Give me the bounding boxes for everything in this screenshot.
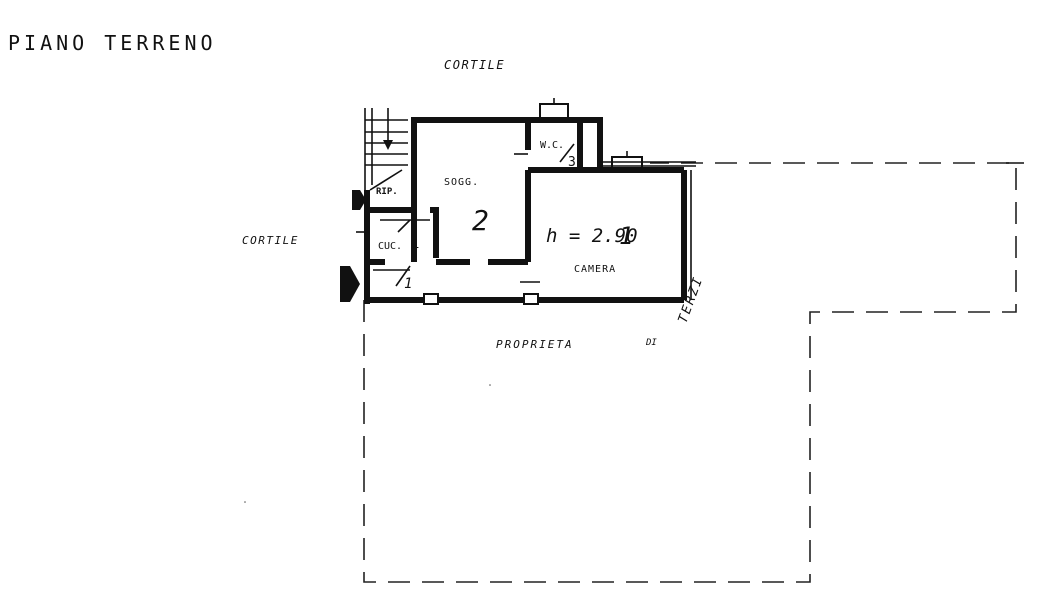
- stair-arrow-icon: [383, 140, 393, 150]
- room-number-soggiorno: 2: [472, 204, 489, 237]
- plan-title: PIANO TERRENO: [8, 31, 217, 55]
- entry-arrow-icon: [352, 190, 366, 210]
- pencil-mark: [244, 501, 246, 503]
- room-label-wc: W.C.: [540, 140, 564, 151]
- main-entry-arrow-icon: [340, 266, 360, 302]
- room-label-soggiorno: SOGG.: [444, 177, 479, 188]
- window-wc: [539, 103, 569, 119]
- courtyard-label-left: CORTILE: [242, 234, 299, 247]
- walls: [364, 117, 687, 304]
- entry-number: 1: [404, 276, 412, 292]
- third-party-di-label: DI: [645, 338, 657, 348]
- room-number-wc: 3: [568, 155, 576, 170]
- camera-number: 1: [619, 222, 633, 250]
- property-boundary: [363, 162, 1024, 583]
- windows: [423, 98, 643, 305]
- room-number-cucina: 1: [412, 237, 419, 251]
- room-label-ripostiglio: RIP.: [376, 187, 398, 197]
- room-label-camera: CAMERA: [574, 264, 616, 275]
- window-bottom-1: [423, 293, 439, 305]
- window-bottom-2: [523, 293, 539, 305]
- third-party-property-label: PROPRIETA: [496, 338, 574, 351]
- ceiling-height: h = 2.90: [546, 225, 638, 247]
- courtyard-label-top: CORTILE: [444, 58, 505, 72]
- room-label-cucina: CUC.: [378, 241, 402, 252]
- inner-outlines: [356, 153, 696, 300]
- pencil-mark: [489, 384, 491, 386]
- staircase: [364, 108, 408, 191]
